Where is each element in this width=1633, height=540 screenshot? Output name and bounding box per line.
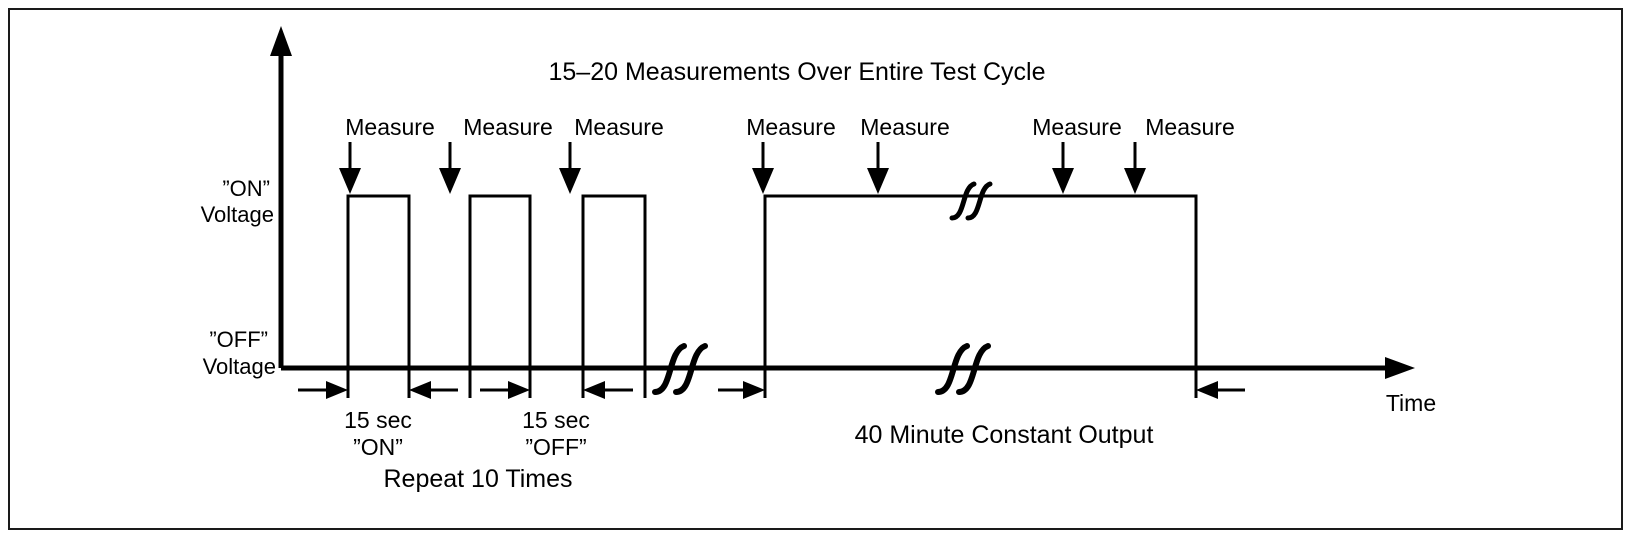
on-duration-line1: 15 sec xyxy=(344,407,412,433)
measure-arrow-3 xyxy=(559,142,581,194)
dim-arrow-off xyxy=(480,381,530,399)
dim-arrow-constant-right xyxy=(1196,381,1245,399)
break-symbol-axis-constant xyxy=(935,343,991,395)
figure-border xyxy=(8,8,1623,530)
off-duration-line1: 15 sec xyxy=(522,407,590,433)
measure-arrow-5 xyxy=(867,142,889,194)
dim-arrow-off-right xyxy=(583,381,633,399)
measure-arrow-6 xyxy=(1052,142,1074,194)
figure-title: 15–20 Measurements Over Entire Test Cycl… xyxy=(549,58,1046,86)
y-axis-off-label-line2: Voltage xyxy=(203,354,276,379)
break-symbol-plateau xyxy=(949,181,993,221)
x-axis-time-label: Time xyxy=(1386,390,1436,416)
pulse-2 xyxy=(468,194,532,366)
y-axis-off-label-line1: ”OFF” xyxy=(209,327,268,352)
measure-label-3: Measure xyxy=(574,114,663,140)
measure-label-5: Measure xyxy=(860,114,949,140)
measure-arrow-2 xyxy=(439,142,461,194)
measure-arrow-7 xyxy=(1124,142,1146,194)
measure-arrow-1 xyxy=(339,142,361,194)
measure-arrow-4 xyxy=(752,142,774,194)
break-symbol-axis-cycling xyxy=(652,343,708,395)
pulse-1 xyxy=(346,194,411,366)
y-axis xyxy=(270,26,292,368)
constant-output-plateau xyxy=(763,194,1198,366)
repeat-caption: Repeat 10 Times xyxy=(384,465,573,493)
waveform-trace xyxy=(346,194,1198,366)
x-axis xyxy=(281,357,1415,379)
off-duration-line2: ”OFF” xyxy=(525,434,586,460)
dimension-ticks xyxy=(346,368,1198,398)
on-duration-line2: ”ON” xyxy=(353,434,403,460)
pulse-3 xyxy=(581,194,647,366)
measure-label-2: Measure xyxy=(463,114,552,140)
y-axis-on-label-line2: Voltage xyxy=(201,202,274,227)
measure-label-1: Measure xyxy=(345,114,434,140)
measure-label-4: Measure xyxy=(746,114,835,140)
y-axis-arrowhead xyxy=(270,26,292,56)
measure-label-6: Measure xyxy=(1032,114,1121,140)
dim-arrow-on-right xyxy=(409,381,458,399)
measure-label-7: Measure xyxy=(1145,114,1234,140)
dim-arrow-on xyxy=(298,381,348,399)
dim-arrow-constant-left xyxy=(718,381,765,399)
y-axis-on-label-line1: ”ON” xyxy=(222,176,270,201)
x-axis-arrowhead xyxy=(1385,357,1415,379)
constant-output-caption: 40 Minute Constant Output xyxy=(855,421,1154,449)
